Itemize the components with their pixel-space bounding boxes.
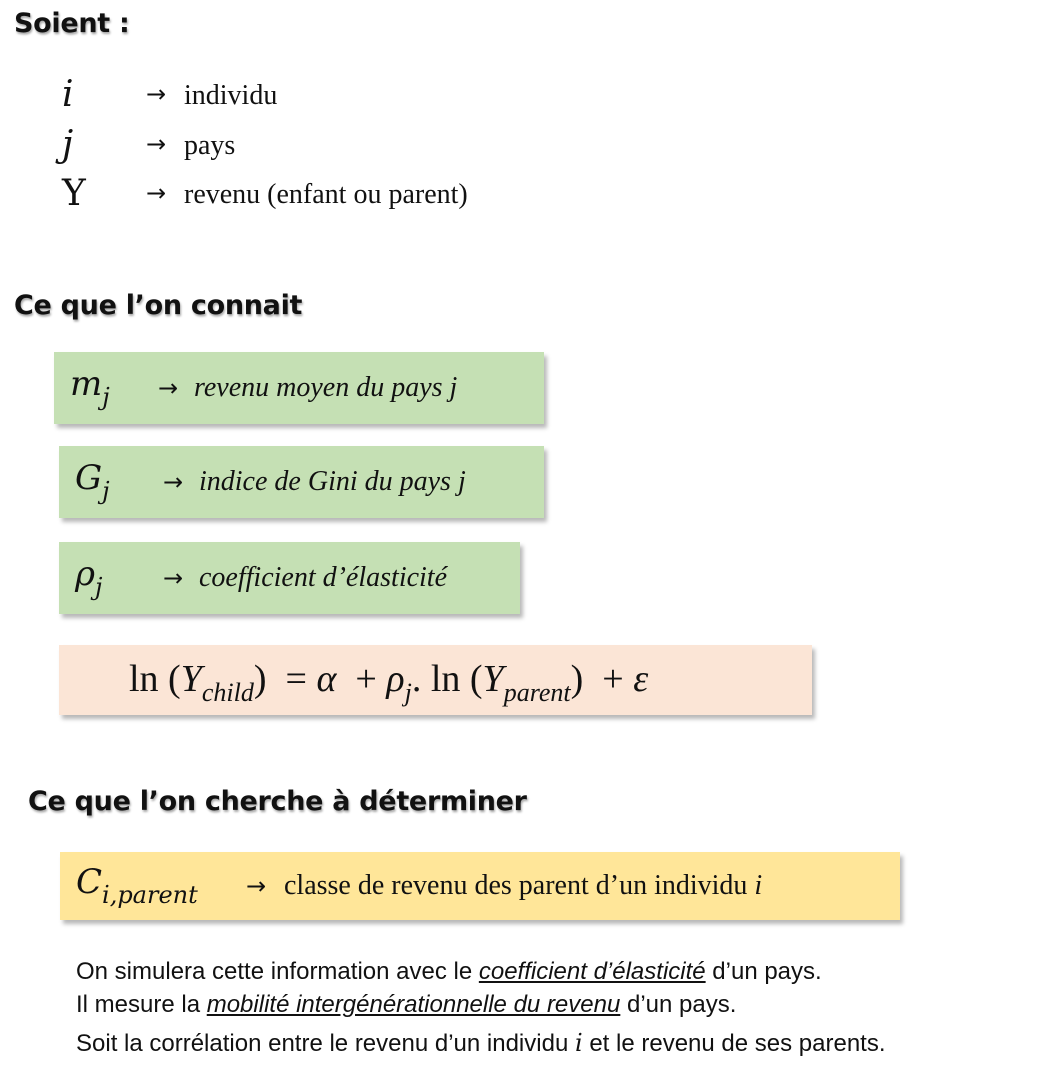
note-line-1: On simulera cette information avec le co… [76, 958, 822, 985]
symbol-G: Gj [75, 458, 110, 505]
arrow-right-icon: → [146, 80, 167, 108]
heading-connait: Ce que l’on connait [14, 290, 303, 321]
known-box-mean-income: mj → revenu moyen du pays j [54, 352, 544, 424]
regression-equation: ln (Ychild) = α + ρj. ln (Yparent) + ε [129, 658, 649, 707]
arrow-right-icon: → [246, 872, 267, 900]
arrow-right-icon: → [158, 374, 179, 402]
definition-text: revenu (enfant ou parent) [184, 179, 468, 210]
box-description: classe de revenu des parent d’un individ… [284, 870, 763, 901]
elasticity-term: coefficient d’élasticité [478, 958, 706, 985]
symbol-m: mj [70, 364, 110, 411]
target-box-parent-class: Ci,parent → classe de revenu des parent … [60, 852, 900, 920]
symbol-rho: ρj [75, 554, 103, 601]
box-description: coefficient d’élasticité [199, 562, 448, 593]
arrow-right-icon: → [163, 468, 184, 496]
box-description: indice de Gini du pays j [199, 466, 466, 497]
symbol-Y: Y [62, 173, 86, 214]
arrow-right-icon: → [163, 564, 184, 592]
definition-text: pays [184, 130, 236, 161]
symbol-C: Ci,parent [76, 862, 198, 909]
symbol-j: j [62, 124, 74, 165]
definition-text: individu [184, 80, 278, 111]
mobility-term: mobilité intergénérationnelle du revenu [206, 991, 621, 1018]
note-line-3: Soit la corrélation entre le revenu d’un… [76, 1029, 886, 1057]
heading-cherche: Ce que l’on cherche à déterminer [28, 786, 527, 817]
known-box-elasticity: ρj → coefficient d’élasticité [59, 542, 520, 614]
symbol-i: i [62, 74, 74, 115]
arrow-right-icon: → [146, 130, 167, 158]
known-box-gini: Gj → indice de Gini du pays j [59, 446, 544, 518]
heading-soient: Soient : [14, 8, 130, 39]
arrow-right-icon: → [146, 179, 167, 207]
note-line-2: Il mesure la mobilité intergénérationnel… [76, 991, 737, 1018]
box-description: revenu moyen du pays j [194, 372, 458, 403]
regression-equation-box: ln (Ychild) = α + ρj. ln (Yparent) + ε [59, 645, 812, 715]
